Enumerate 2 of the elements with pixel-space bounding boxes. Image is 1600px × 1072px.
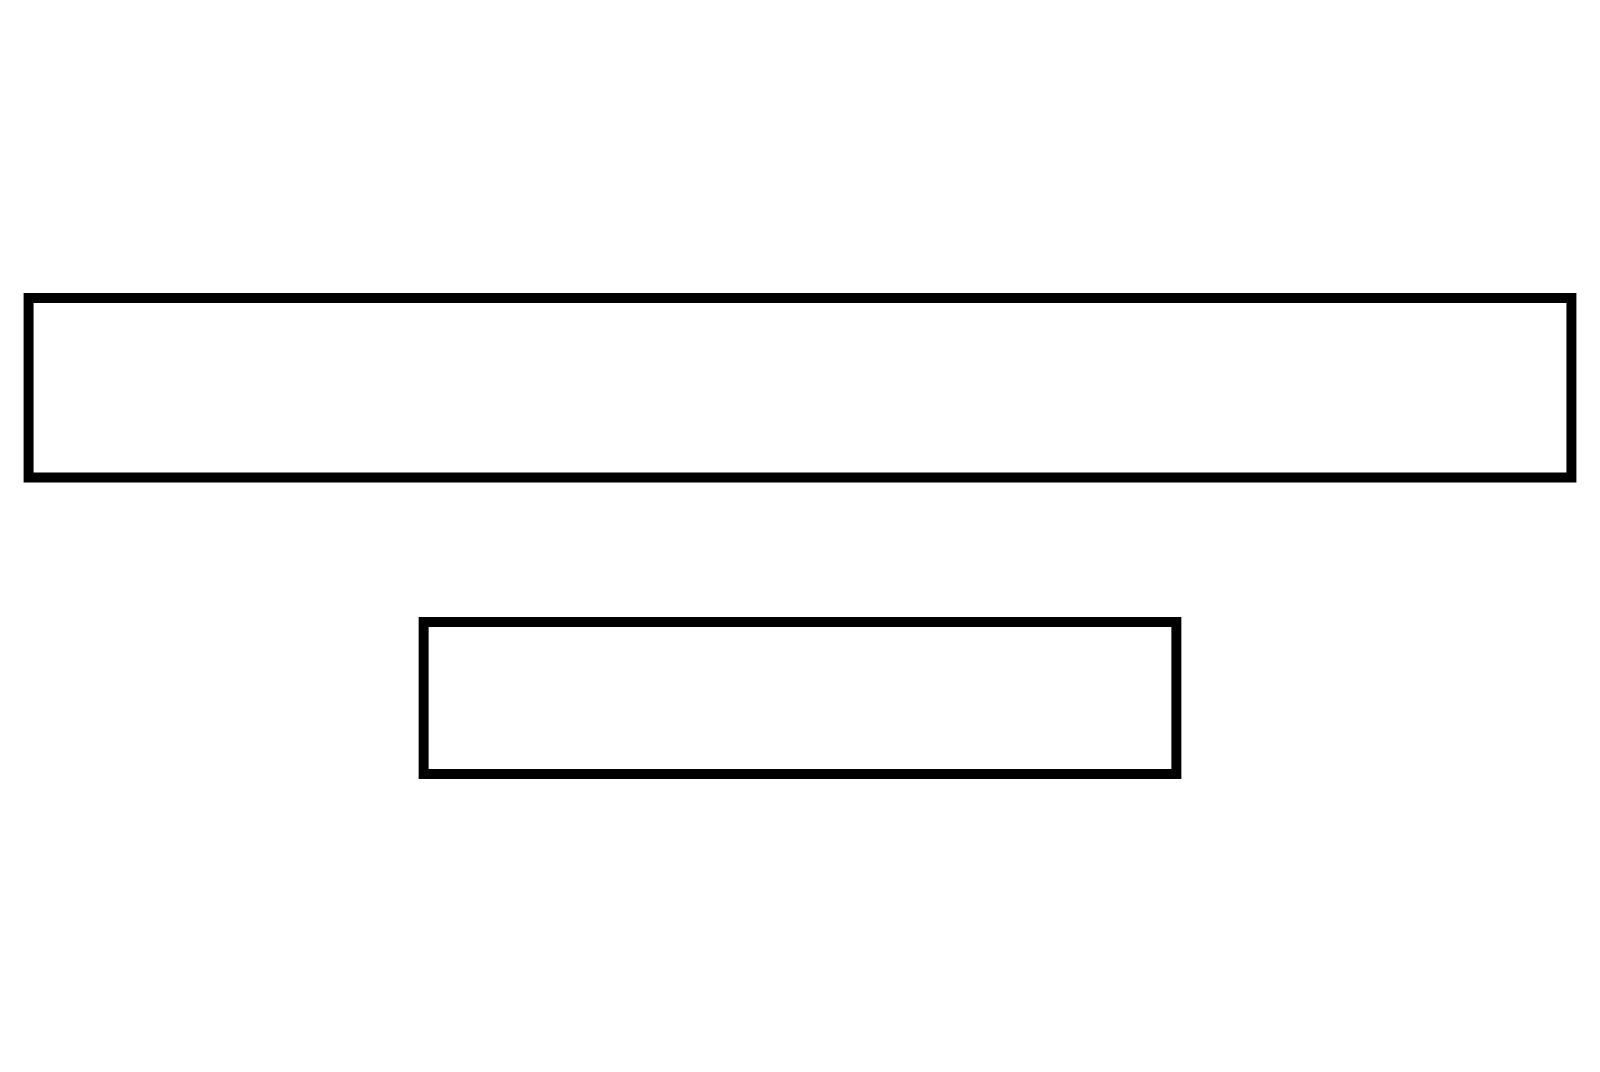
node-box <box>418 617 1182 779</box>
node-box <box>23 293 1577 483</box>
